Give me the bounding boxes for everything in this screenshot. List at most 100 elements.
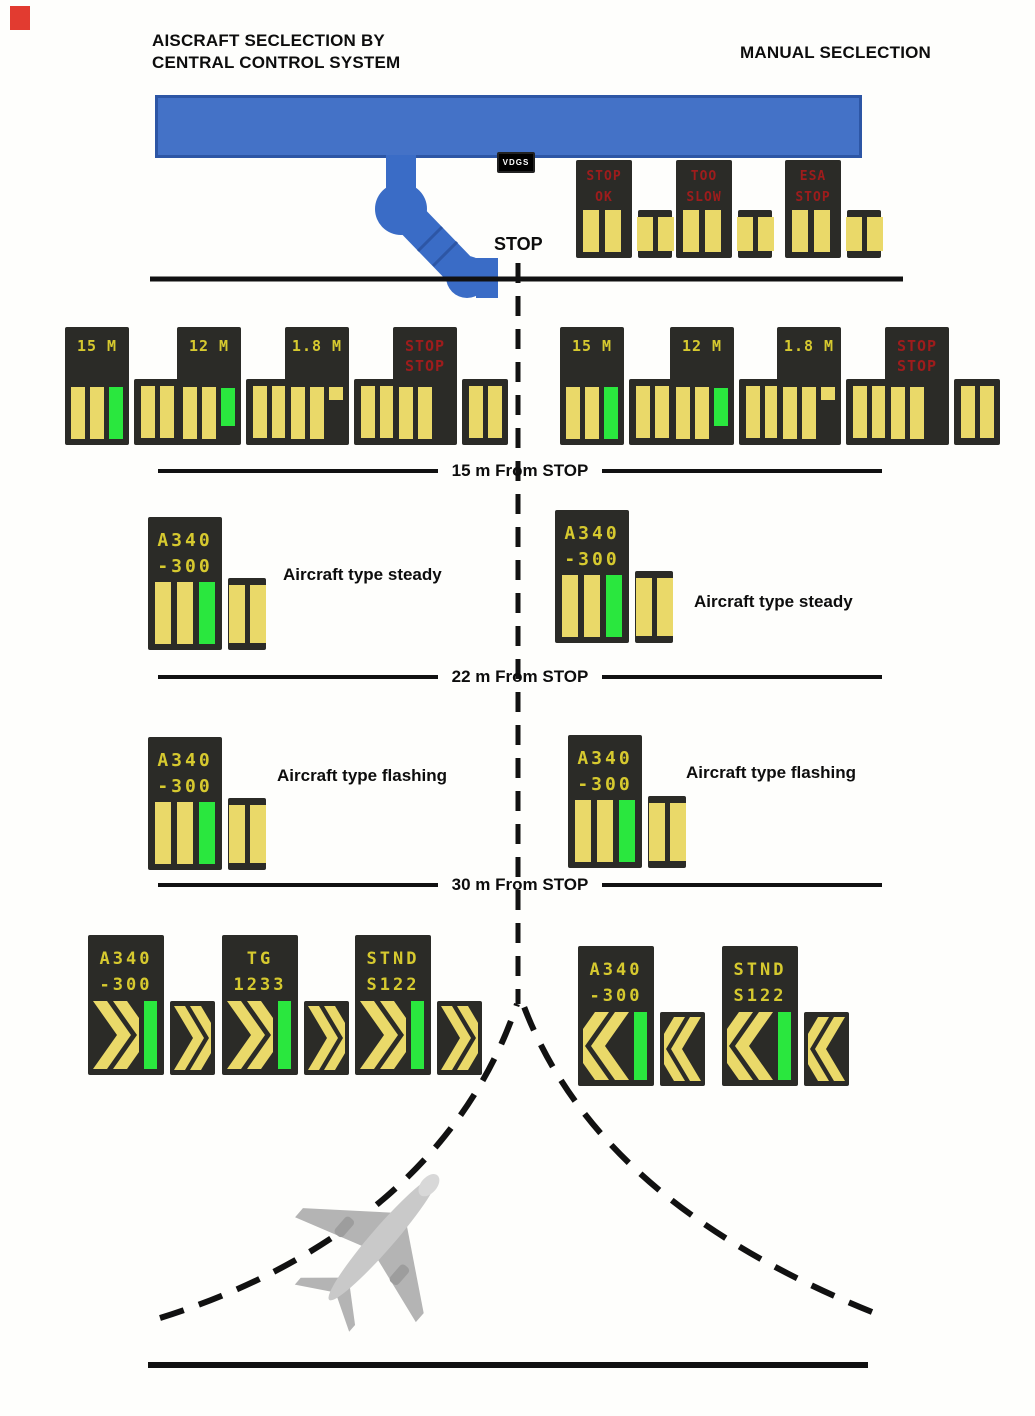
panel-gate-left-stnd-side bbox=[437, 1001, 487, 1075]
panel-right-12m-side-bars bbox=[745, 386, 779, 438]
display-slot bbox=[177, 802, 193, 864]
divider-22m-label: 22 m From STOP bbox=[451, 667, 589, 686]
panel-title-line: TOO bbox=[690, 169, 718, 184]
bar-y bbox=[360, 386, 375, 438]
display-slot bbox=[183, 387, 197, 439]
panel-left-12m-side-bars bbox=[252, 386, 286, 438]
display-slot bbox=[585, 387, 599, 439]
display-slot bbox=[845, 217, 862, 251]
panel-status-stop-ok-bars bbox=[583, 210, 621, 252]
panel-left-12m-main: 12 M bbox=[177, 327, 241, 445]
chevron-left-icon bbox=[715, 1012, 773, 1080]
note-steady-left: Aircraft type steady bbox=[283, 565, 442, 584]
display-slot bbox=[606, 575, 622, 637]
display-slot bbox=[109, 387, 123, 439]
bar-y bbox=[802, 387, 816, 439]
bar-y bbox=[155, 582, 171, 644]
bar-y bbox=[845, 217, 862, 251]
bar-y bbox=[764, 386, 779, 438]
panel-right-15m-title: 15 M bbox=[560, 336, 624, 356]
panel-right-1-8m-side-bars bbox=[852, 386, 886, 438]
bar-y bbox=[871, 386, 886, 438]
panel-gate-right-a340-side bbox=[655, 1012, 705, 1086]
panel-gate-left-tg-side bbox=[304, 1001, 354, 1075]
panel-title-line: TG bbox=[246, 949, 274, 969]
panel-gate-left-a340-side bbox=[170, 1001, 220, 1075]
bar-y bbox=[960, 386, 975, 438]
display-slot bbox=[575, 800, 591, 862]
display-slot bbox=[648, 803, 665, 861]
panel-title-line: 12 M bbox=[188, 337, 230, 355]
divider-15m: 15 m From STOP bbox=[158, 458, 882, 484]
panel-title-line: STOP bbox=[896, 337, 938, 355]
panel-title-line: -300 bbox=[157, 776, 213, 797]
bar-y bbox=[584, 575, 600, 637]
display-slot bbox=[228, 805, 245, 863]
panel-title-line: A340 bbox=[577, 748, 633, 769]
panel-right-stop-side bbox=[954, 379, 1000, 445]
stop-label: STOP bbox=[494, 234, 543, 254]
panel-right-stop-bars bbox=[891, 387, 943, 439]
panel-left-15m-bars bbox=[71, 387, 123, 439]
panel-left-15m-side bbox=[134, 379, 180, 445]
bar-g bbox=[604, 387, 618, 439]
note-flashing-left: Aircraft type flashing bbox=[277, 766, 448, 785]
airplane bbox=[294, 1174, 440, 1332]
vdgs-label: VDGS bbox=[497, 152, 535, 173]
bar-y bbox=[736, 217, 753, 251]
panel-title-line: 15 M bbox=[76, 337, 118, 355]
display-slot bbox=[249, 585, 266, 643]
divider-15m-label: 15 m From STOP bbox=[451, 461, 589, 480]
bar-y bbox=[635, 386, 650, 438]
display-slot bbox=[584, 575, 600, 637]
bar-y bbox=[140, 386, 155, 438]
panel-status-too-slow-side-bars bbox=[736, 217, 774, 251]
display-slot bbox=[487, 386, 502, 438]
bar-y bbox=[271, 386, 286, 438]
panel-title-line: A340 bbox=[589, 960, 643, 980]
display-slot bbox=[714, 387, 728, 439]
panel-gate-left-a340-main: A340-300 bbox=[88, 935, 164, 1075]
bar-g bbox=[606, 575, 622, 637]
panel-gate-right-a340-main: A340-300 bbox=[571, 946, 654, 1086]
display-slot bbox=[379, 386, 394, 438]
display-slot bbox=[745, 386, 760, 438]
display-slot bbox=[657, 217, 674, 251]
panel-left-stop-side-bars bbox=[468, 386, 502, 438]
display-slot bbox=[656, 578, 673, 636]
panel-title-line: -300 bbox=[564, 549, 620, 570]
display-slot bbox=[871, 386, 886, 438]
bar-y bbox=[583, 210, 599, 252]
display-slot bbox=[202, 387, 216, 439]
bar-y bbox=[249, 585, 266, 643]
panel-left-12m-side bbox=[246, 379, 292, 445]
display-slot bbox=[814, 210, 830, 252]
panel-left-12m-title: 12 M bbox=[177, 336, 241, 356]
bar-dot bbox=[329, 387, 343, 400]
display-slot bbox=[310, 387, 324, 439]
bar-y bbox=[291, 387, 305, 439]
display-slot bbox=[566, 387, 580, 439]
display-slot bbox=[635, 578, 652, 636]
chevron-right-icon bbox=[308, 1006, 354, 1070]
panel-status-too-slow-side bbox=[736, 210, 774, 258]
guidance-bar-green bbox=[778, 1012, 791, 1080]
panel-right-15m-bars bbox=[566, 387, 618, 439]
display-slot bbox=[468, 386, 483, 438]
display-slot bbox=[683, 210, 699, 252]
panel-flashing-left-side-bars bbox=[228, 805, 266, 863]
bar-y bbox=[566, 387, 580, 439]
divider-line bbox=[158, 883, 438, 887]
panel-title-line: STOP bbox=[896, 357, 938, 375]
display-slot bbox=[929, 387, 943, 439]
panel-title-line: ESA bbox=[799, 169, 827, 184]
panel-right-stop-side-bars bbox=[960, 386, 994, 438]
panel-right-12m-main: 12 M bbox=[670, 327, 734, 445]
display-slot bbox=[199, 802, 215, 864]
bar-y bbox=[783, 387, 797, 439]
display-slot bbox=[159, 386, 174, 438]
divider-22m: 22 m From STOP bbox=[158, 664, 882, 690]
